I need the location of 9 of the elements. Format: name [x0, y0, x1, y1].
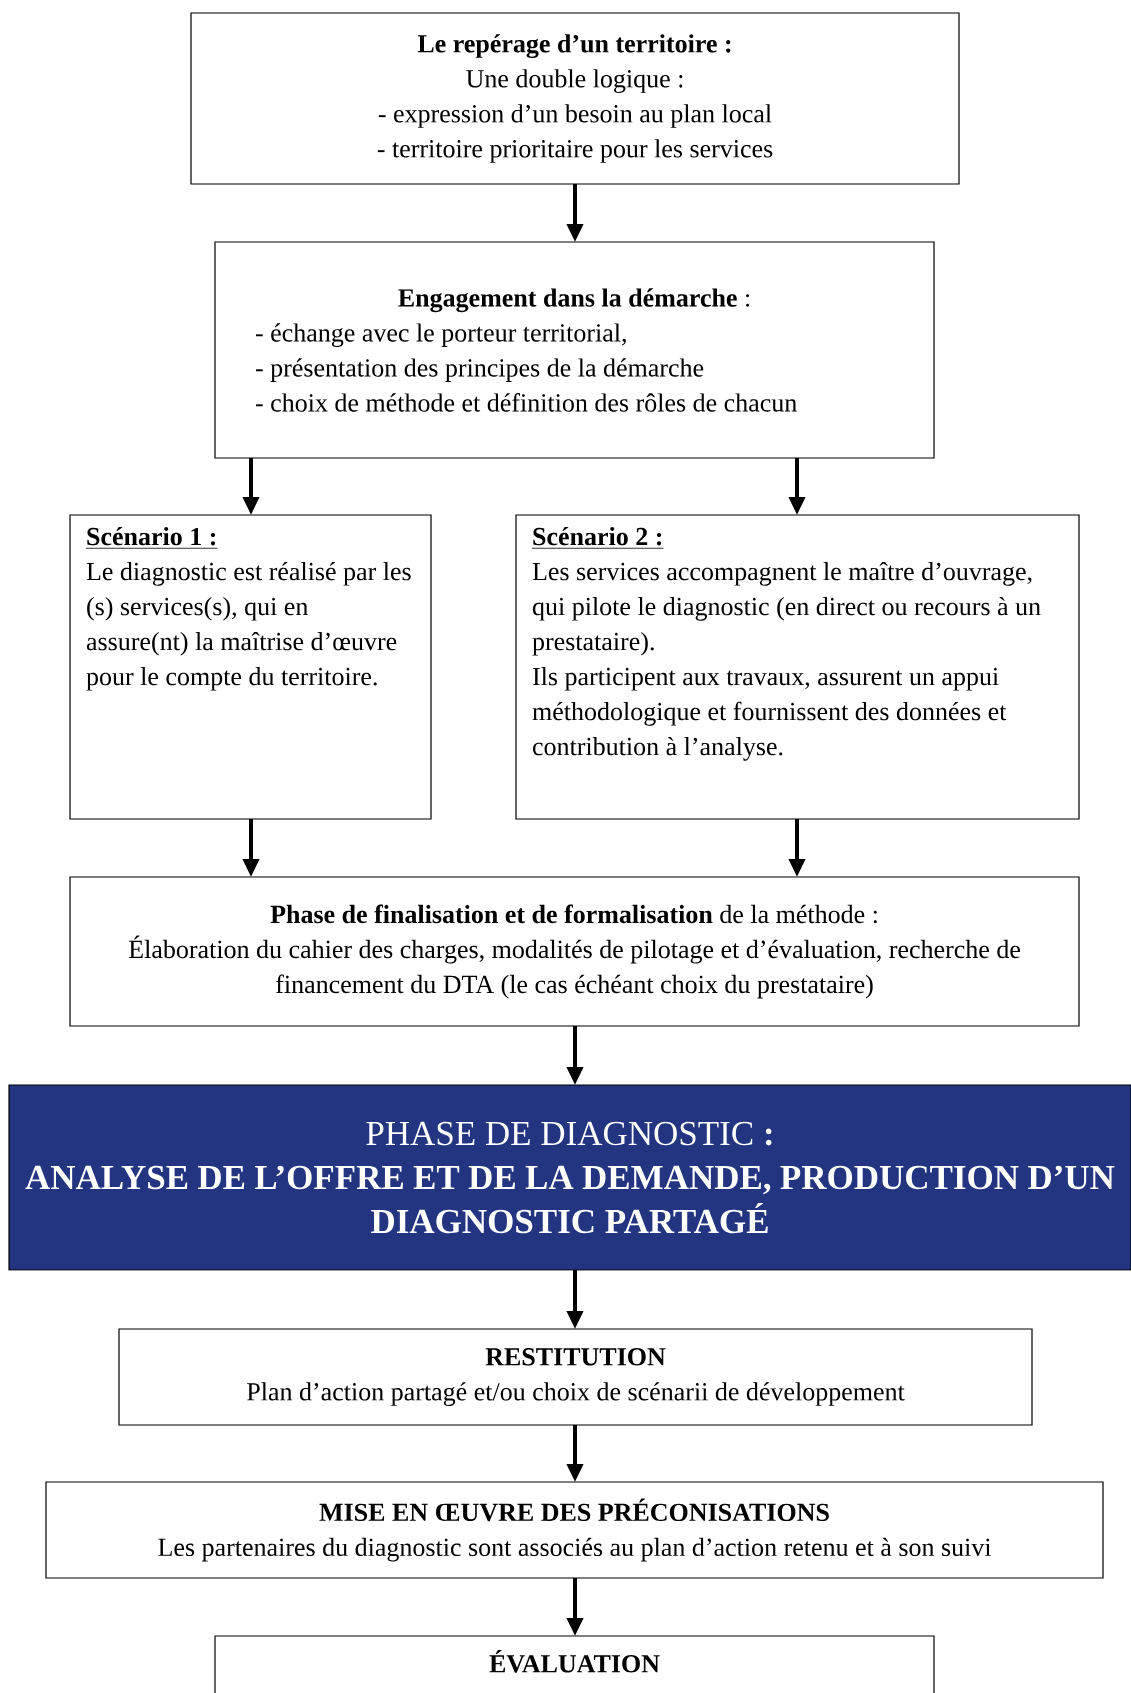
process-box: Scénario 1 : Le diagnostic est réalisé par les (s) services(s), qui en assure(nt) la maîtrise d’œuvre pour le compte du territoire. [69, 514, 432, 820]
process-box: Le repérage d’un territoire : Une double logique : - expression d’un besoin au plan local - territoire prioritaire pour les services [190, 12, 960, 185]
phase-banner: PHASE DE DIAGNOSTIC : ANALYSE DE L’OFFRE ET DE LA DEMANDE, PRODUCTION D’UN DIAGNOSTIC PARTAGÉ [8, 1084, 1131, 1271]
process-box: MISE EN ŒUVRE DES PRÉCONISATIONS Les partenaires du diagnostic sont associés au plan d’action retenu et à son suivi [45, 1481, 1104, 1579]
process-box: Scénario 2 : Les services accompagnent le maître d’ouvrage, qui pilote le diagnostic (en direct ou recours à un prestataire). Ils participent aux travaux, assurent un appui méthodologique et fournissent des données et contribution à l’analyse. [515, 514, 1080, 820]
process-box: Phase de finalisation et de formalisation de la méthode : Élaboration du cahier des charges, modalités de pilotage et d’évaluation, recherche de financement du DTA (le cas échéant choix du prestataire) [69, 876, 1080, 1027]
process-box: ÉVALUATION [214, 1635, 935, 1693]
process-box: RESTITUTION Plan d’action partagé et/ou choix de scénarii de développement [118, 1328, 1033, 1426]
process-box: Engagement dans la démarche : - échange avec le porteur territorial, - présentation des principes de la démarche - choix de méthode et définition des rôles de chacun [214, 241, 935, 459]
